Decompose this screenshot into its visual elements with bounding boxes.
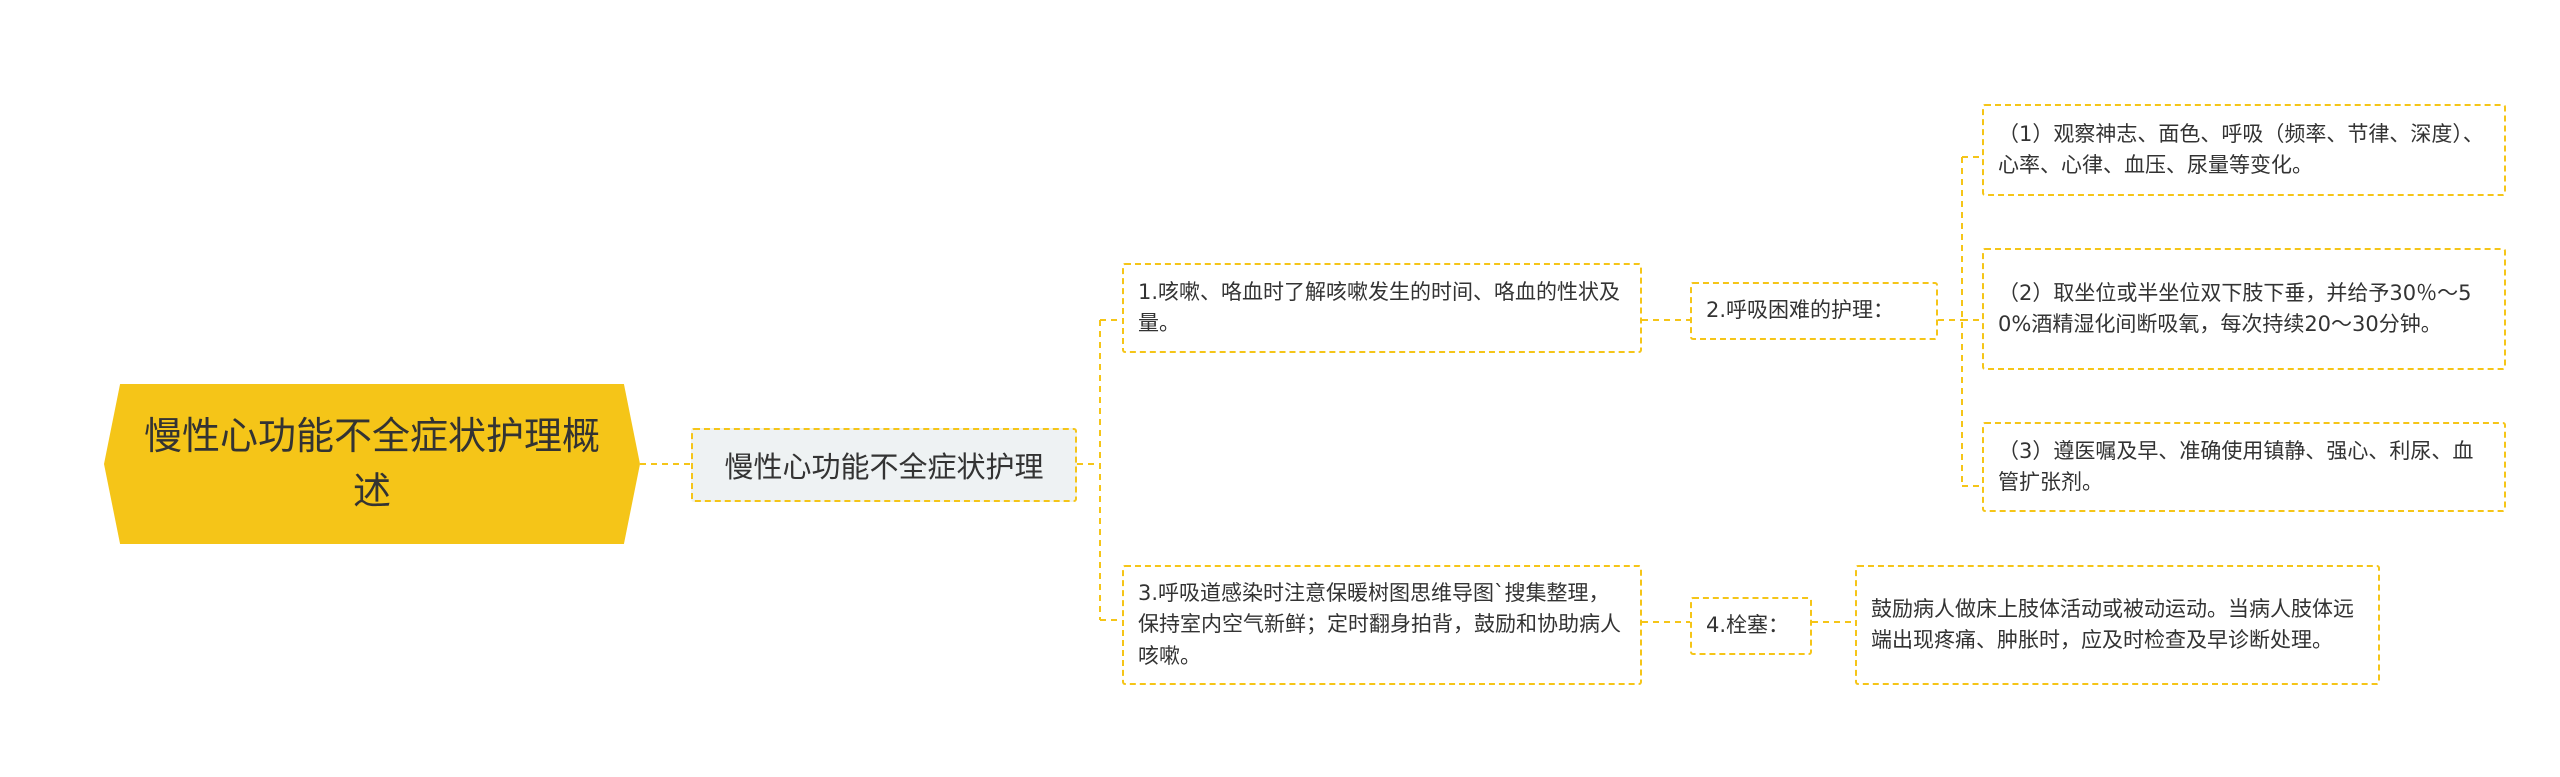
dyspnea-item-1-label: （1）观察神志、面色、呼吸（频率、节律、深度）、心率、心律、血压、尿量等变化。 bbox=[1998, 121, 2484, 178]
branch-respiratory-infection[interactable]: 3.呼吸道感染时注意保暖树图思维导图`搜集整理，保持室内空气新鲜；定时翻身拍背，… bbox=[1122, 565, 1642, 685]
subtopic[interactable]: 慢性心功能不全症状护理 bbox=[691, 428, 1077, 502]
root-topic[interactable]: 慢性心功能不全症状护理概述 bbox=[104, 384, 640, 544]
branch-dyspnea-care[interactable]: 2.呼吸困难的护理： bbox=[1690, 282, 1938, 340]
branch-cough-hemoptysis-label: 1.咳嗽、咯血时了解咳嗽发生的时间、咯血的性状及量。 bbox=[1138, 279, 1621, 336]
branch-embolism[interactable]: 4.栓塞： bbox=[1690, 597, 1812, 655]
branch-embolism-label: 4.栓塞： bbox=[1706, 613, 1790, 638]
dyspnea-item-2[interactable]: （2）取坐位或半坐位双下肢下垂，并给予30％～50%酒精湿化间断吸氧，每次持续2… bbox=[1982, 248, 2506, 370]
embolism-item-1-label: 鼓励病人做床上肢体活动或被动运动。当病人肢体远端出现疼痛、肿胀时，应及时检查及早… bbox=[1871, 596, 2354, 653]
dyspnea-item-3-label: （3）遵医嘱及早、准确使用镇静、强心、利尿、血管扩张剂。 bbox=[1998, 438, 2474, 495]
dyspnea-item-2-label: （2）取坐位或半坐位双下肢下垂，并给予30％～50%酒精湿化间断吸氧，每次持续2… bbox=[1998, 280, 2472, 337]
branch-cough-hemoptysis[interactable]: 1.咳嗽、咯血时了解咳嗽发生的时间、咯血的性状及量。 bbox=[1122, 263, 1642, 353]
subtopic-label: 慢性心功能不全症状护理 bbox=[724, 450, 1044, 484]
embolism-item-1[interactable]: 鼓励病人做床上肢体活动或被动运动。当病人肢体远端出现疼痛、肿胀时，应及时检查及早… bbox=[1855, 565, 2380, 685]
dyspnea-item-1[interactable]: （1）观察神志、面色、呼吸（频率、节律、深度）、心率、心律、血压、尿量等变化。 bbox=[1982, 104, 2506, 196]
root-topic-label: 慢性心功能不全症状护理概述 bbox=[143, 413, 600, 513]
branch-respiratory-infection-label: 3.呼吸道感染时注意保暖树图思维导图`搜集整理，保持室内空气新鲜；定时翻身拍背，… bbox=[1138, 580, 1621, 668]
branch-dyspnea-care-label: 2.呼吸困难的护理： bbox=[1706, 298, 1895, 323]
dyspnea-item-3[interactable]: （3）遵医嘱及早、准确使用镇静、强心、利尿、血管扩张剂。 bbox=[1982, 422, 2506, 512]
